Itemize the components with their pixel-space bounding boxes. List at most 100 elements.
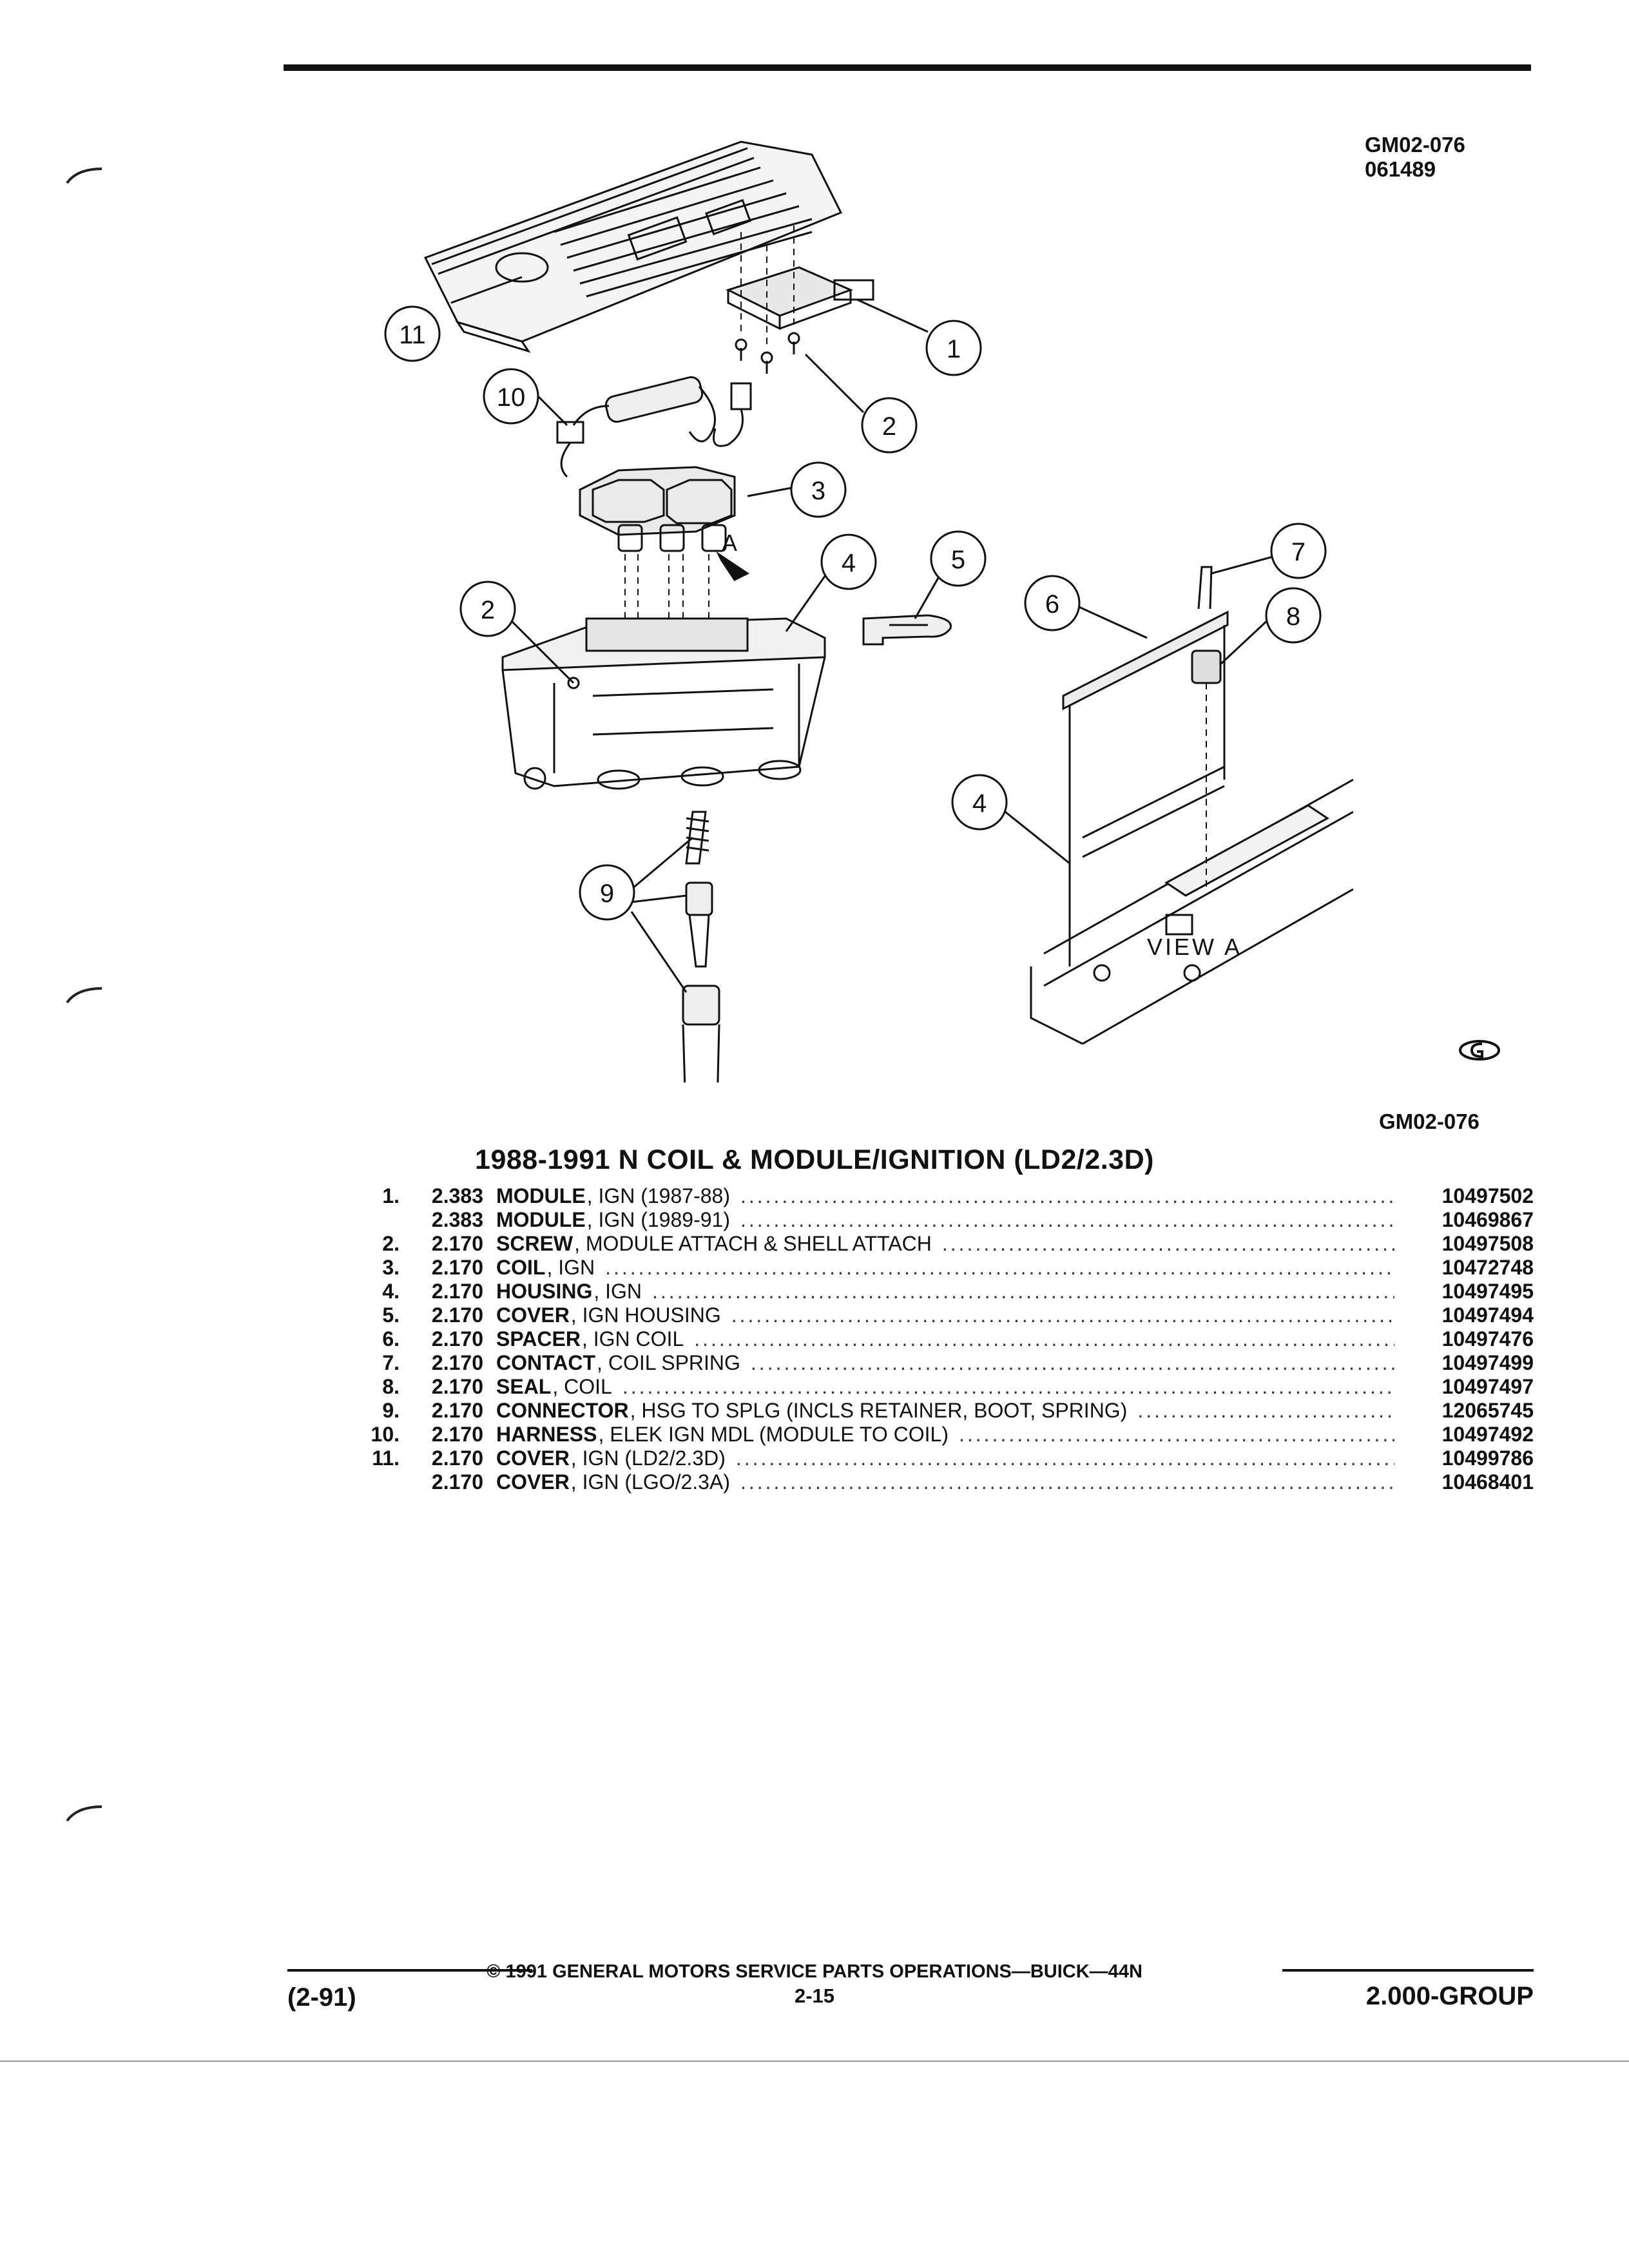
housing-cover-drawing — [862, 614, 952, 646]
group-number: 2.170 — [431, 1446, 483, 1470]
part-description: , IGN (1987-88) — [586, 1184, 730, 1207]
leader-dots — [652, 1280, 1394, 1303]
part-name: SPACER — [496, 1327, 581, 1350]
part-number: 10499786 — [1441, 1446, 1534, 1470]
callout-3: 3 — [790, 461, 847, 518]
drawing-code-line2: 061489 — [1365, 157, 1436, 181]
ignition-housing-drawing — [501, 617, 826, 790]
group-number: 2.170 — [431, 1256, 483, 1279]
part-number: 10497476 — [1441, 1327, 1534, 1350]
svg-text:2: 2 — [481, 596, 495, 624]
exploded-parts-diagram: 11 1 2 10 3 4 5 2 6 7 8 4 9 A VIEW A — [384, 140, 1353, 1082]
top-rule — [284, 64, 1531, 71]
part-number: 10497495 — [1441, 1280, 1534, 1303]
svg-text:2: 2 — [882, 412, 896, 441]
callout-2-top: 2 — [861, 397, 918, 454]
drawing-code-bottom: GM02-076 — [1379, 1110, 1480, 1133]
svg-text:6: 6 — [1045, 590, 1059, 619]
group-number: 2.170 — [431, 1327, 483, 1350]
part-number: 10497497 — [1441, 1375, 1534, 1398]
part-number: 10497492 — [1441, 1423, 1534, 1446]
part-description: , MODULE ATTACH & SHELL ATTACH — [574, 1232, 932, 1255]
svg-text:1: 1 — [947, 335, 961, 363]
leader-dots — [740, 1470, 1394, 1494]
item-number: 9. — [382, 1399, 400, 1422]
footer-rule-left — [287, 1969, 532, 1972]
svg-text:9: 9 — [600, 879, 614, 908]
item-number: 3. — [382, 1256, 400, 1279]
callout-4-view: 4 — [951, 774, 1008, 831]
callout-10: 10 — [483, 368, 539, 425]
parts-row: 9. 2.170 CONNECTOR, HSG TO SPLG (INCLS RET… — [348, 1399, 1534, 1423]
part-number: 10497502 — [1441, 1184, 1534, 1207]
part-name: MODULE — [496, 1208, 586, 1231]
item-number: 7. — [382, 1351, 400, 1374]
svg-text:5: 5 — [951, 546, 965, 574]
binder-mark — [66, 1805, 102, 1822]
part-number: 10468401 — [1441, 1470, 1534, 1494]
leader-dots — [731, 1303, 1394, 1327]
part-description: , IGN — [546, 1256, 595, 1279]
footer-rule-right — [1282, 1969, 1534, 1972]
part-name: COIL — [496, 1256, 546, 1279]
part-name: HOUSING — [496, 1280, 593, 1303]
leader-dots — [605, 1256, 1394, 1280]
svg-text:4: 4 — [842, 549, 856, 577]
callout-9: 9 — [579, 864, 635, 921]
part-description: , COIL — [552, 1375, 612, 1398]
part-description: , IGN HOUSING — [570, 1303, 721, 1327]
group-number: 2.170 — [431, 1470, 483, 1494]
leader-dots — [622, 1375, 1394, 1399]
part-number: 10497494 — [1441, 1303, 1534, 1327]
view-a-arrow — [716, 551, 749, 581]
group-number: 2.170 — [431, 1399, 483, 1422]
part-description: , IGN (LD2/2.3D) — [570, 1446, 726, 1470]
harness-drawing — [556, 376, 752, 478]
binder-mark — [66, 168, 102, 184]
arrow-label: A — [722, 530, 737, 556]
part-name: HARNESS — [496, 1423, 597, 1446]
part-name: COVER — [496, 1470, 570, 1494]
callout-5: 5 — [930, 530, 987, 587]
module-drawing — [726, 266, 874, 331]
group-label: 2.000-GROUP — [1365, 1982, 1534, 2010]
callout-4: 4 — [820, 533, 877, 590]
part-description: , IGN COIL — [581, 1327, 684, 1350]
group-number: 2.170 — [431, 1303, 483, 1327]
callouts: 11 1 2 10 3 4 5 2 6 7 8 4 9 — [384, 305, 1327, 921]
svg-text:11: 11 — [399, 321, 426, 349]
part-description: , HSG TO SPLG (INCLS RETAINER, BOOT, SPR… — [630, 1399, 1128, 1422]
copyright: © 1991 GENERAL MOTORS SERVICE PARTS OPER… — [487, 1961, 1142, 1982]
screws-drawing — [735, 226, 800, 374]
view-a-detail-drawing — [1030, 566, 1353, 1045]
page-bottom-rule — [0, 2061, 1629, 2062]
leader-dots — [942, 1232, 1394, 1256]
part-number: 10497499 — [1441, 1351, 1534, 1374]
leader-dots — [694, 1327, 1394, 1351]
item-number: 1. — [382, 1184, 400, 1207]
item-number: 4. — [382, 1280, 400, 1303]
ignition-cover-drawing — [423, 140, 843, 353]
drawing-code: GM02-076 061489 — [1365, 133, 1465, 182]
group-number: 2.170 — [431, 1351, 483, 1374]
group-number: 2.383 — [431, 1208, 483, 1231]
leader-dots — [740, 1184, 1394, 1208]
part-description: , COIL SPRING — [597, 1351, 740, 1374]
part-number: 10472748 — [1441, 1256, 1534, 1279]
part-description: , IGN (1989-91) — [586, 1208, 730, 1231]
leader-dots — [740, 1208, 1394, 1232]
part-name: CONNECTOR — [496, 1399, 629, 1422]
page-number: 2-15 — [794, 1984, 835, 2007]
part-description: , IGN — [593, 1280, 642, 1303]
callout-2-housing: 2 — [459, 581, 516, 637]
svg-text:8: 8 — [1286, 602, 1300, 631]
part-name: SEAL — [496, 1375, 552, 1398]
parts-list-title: 1988-1991 N COIL & MODULE/IGNITION (LD2/… — [475, 1144, 1154, 1175]
